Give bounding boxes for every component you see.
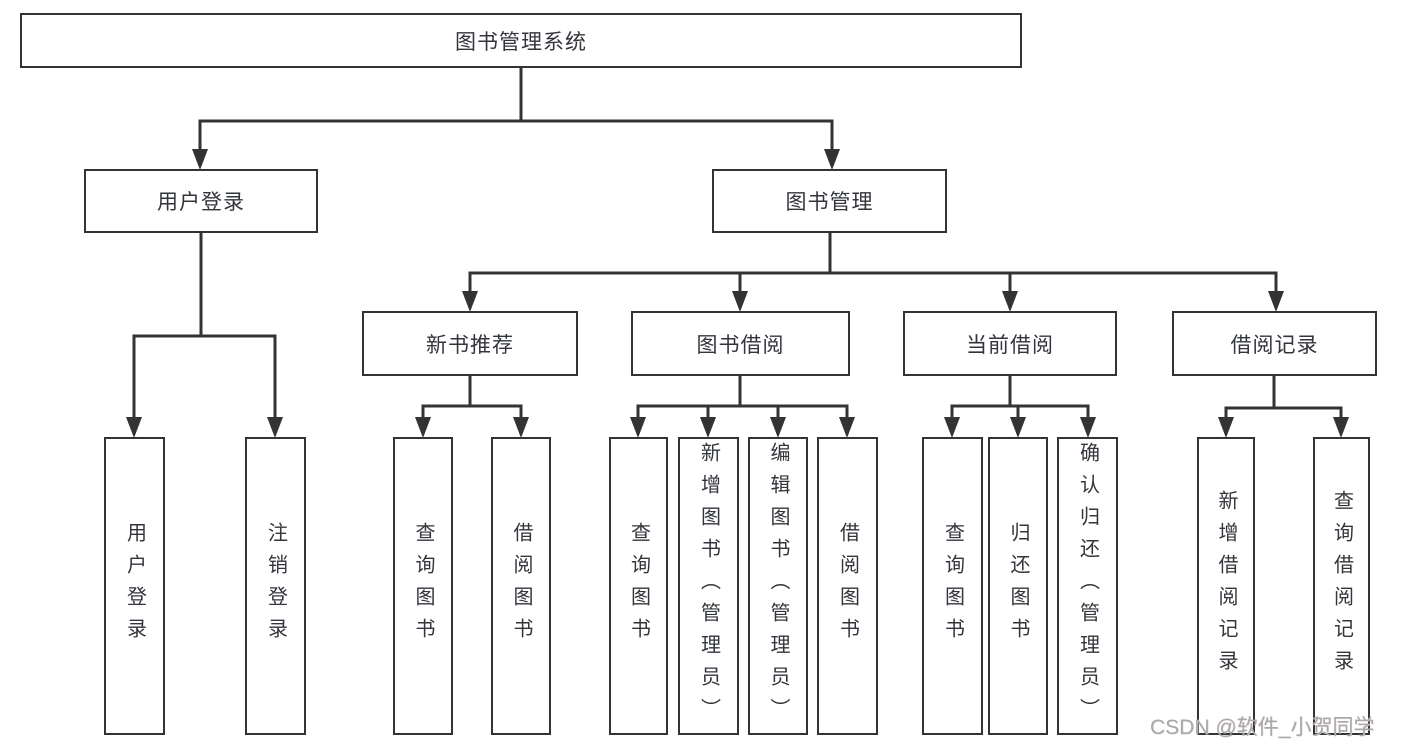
csdn-watermark: CSDN @软件_小贺同学 (1150, 716, 1375, 739)
node-current-borrow-label: 当前借阅 (966, 333, 1054, 357)
leaf-borrow-query-books: 查询图书 (609, 437, 668, 735)
node-root: 图书管理系统 (20, 13, 1022, 68)
leaf-current-query-books: 查询图书 (922, 437, 983, 735)
leaf-current-confirm-return-label: 确认归还（管理员） (1076, 442, 1099, 730)
leaf-records-query-record-label: 查询借阅记录 (1330, 490, 1353, 682)
node-book-borrow-label: 图书借阅 (696, 333, 785, 357)
leaf-records-query-record: 查询借阅记录 (1313, 437, 1370, 735)
node-borrow-records: 借阅记录 (1172, 311, 1377, 376)
leaf-logout-label: 注销登录 (264, 522, 287, 650)
leaf-records-add-record-label: 新增借阅记录 (1215, 490, 1237, 682)
node-book-borrow: 图书借阅 (631, 311, 850, 376)
leaf-borrow-query-books-label: 查询图书 (627, 522, 650, 650)
leaf-newbook-query-books: 查询图书 (393, 437, 453, 735)
leaf-borrow-borrow-books: 借阅图书 (817, 437, 878, 735)
leaf-user-login-label: 用户登录 (123, 522, 146, 650)
leaf-newbook-borrow-books: 借阅图书 (491, 437, 551, 735)
node-book-mgmt: 图书管理 (712, 169, 947, 233)
leaf-borrow-add-books: 新增图书（管理员） (678, 437, 739, 735)
leaf-borrow-edit-books-label: 编辑图书（管理员） (767, 442, 789, 730)
leaf-user-login: 用户登录 (104, 437, 165, 735)
node-user-login-label: 用户登录 (157, 191, 245, 214)
node-root-label: 图书管理系统 (455, 30, 587, 54)
leaf-newbook-borrow-books-label: 借阅图书 (510, 522, 532, 650)
leaf-current-confirm-return: 确认归还（管理员） (1057, 437, 1118, 735)
leaf-current-return-books: 归还图书 (988, 437, 1048, 735)
leaf-newbook-query-books-label: 查询图书 (412, 522, 434, 650)
node-book-mgmt-label: 图书管理 (785, 191, 874, 214)
leaf-current-query-books-label: 查询图书 (941, 522, 964, 650)
leaf-borrow-borrow-books-label: 借阅图书 (836, 522, 859, 650)
leaf-records-add-record: 新增借阅记录 (1197, 437, 1255, 735)
leaf-current-return-books-label: 归还图书 (1007, 522, 1029, 650)
node-current-borrow: 当前借阅 (903, 311, 1117, 376)
leaf-logout: 注销登录 (245, 437, 306, 735)
node-new-book-rec-label: 新书推荐 (426, 333, 514, 357)
leaf-borrow-edit-books: 编辑图书（管理员） (748, 437, 808, 735)
leaf-borrow-add-books-label: 新增图书（管理员） (697, 442, 720, 730)
node-user-login: 用户登录 (84, 169, 318, 233)
node-borrow-records-label: 借阅记录 (1230, 333, 1319, 357)
node-new-book-rec: 新书推荐 (362, 311, 578, 376)
